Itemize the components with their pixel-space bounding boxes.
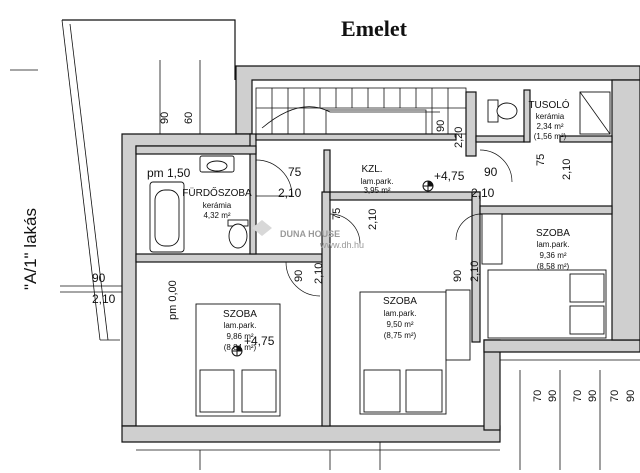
dim-210c: 2,10: [313, 263, 325, 284]
dim-75a: 75: [288, 165, 302, 179]
dim-bottom-70b: 70: [572, 390, 584, 402]
dim-90d: 90: [435, 120, 447, 132]
dim-210b: 2,10: [471, 186, 495, 200]
right-exterior: [136, 359, 640, 470]
dim-top-90: 90: [159, 112, 171, 124]
room-floor-furdoszoba: kerámia: [203, 201, 232, 210]
level-marker-2: [231, 345, 243, 357]
room-name-szoba-left: SZOBA: [223, 309, 257, 320]
level-label-1: +4,75: [434, 169, 465, 183]
room-name-szoba-right: SZOBA: [536, 228, 570, 239]
watermark: DUNA HOUSE www.dh.hu: [252, 220, 364, 250]
watermark-logo-icon: [252, 220, 272, 236]
room-area2-tusolo: (1,56 m²): [534, 132, 567, 141]
room-name-furdoszoba: FÜRDŐSZOBA: [182, 185, 252, 199]
dim-bottom-70a: 70: [532, 390, 544, 402]
dim-90a: 90: [484, 165, 498, 179]
door-swings: [255, 149, 513, 297]
dim-220: 2,20: [453, 127, 465, 148]
room-area-szoba-mid: 9,50 m²: [386, 320, 413, 329]
room-area-szoba-left: 9,86 m²: [226, 332, 253, 341]
left-roof-outline: [10, 19, 236, 341]
watermark-url: www.dh.hu: [319, 240, 364, 250]
room-floor-szoba-right: lam.park.: [537, 240, 570, 249]
dim-pm000: pm 0,00: [167, 280, 179, 320]
room-floor-szoba-mid: lam.park.: [384, 309, 417, 318]
room-area-tusolo: 2,34 m²: [536, 122, 563, 131]
dim-90c: 90: [452, 270, 464, 282]
staircase: [255, 87, 467, 135]
dim-210d: 2,10: [367, 209, 379, 230]
room-area-szoba-right: 9,36 m²: [539, 251, 566, 260]
dim-bottom-90a: 90: [547, 390, 559, 402]
room-area2-szoba-left: (8,84 m²): [224, 343, 257, 352]
wardrobe-right: [481, 213, 503, 265]
dim-75b: 75: [331, 208, 343, 220]
room-area-kzl: 3,95 m²: [363, 186, 390, 195]
dim-bottom-90b: 90: [587, 390, 599, 402]
dim-bottom-70c: 70: [609, 390, 621, 402]
room-area-furdoszoba: 4,32 m²: [203, 211, 230, 220]
room-floor-szoba-left: lam.park.: [224, 321, 257, 330]
dim-pm150: pm 1,50: [147, 166, 191, 180]
plan-title: Emelet: [341, 16, 408, 41]
shower-toilet: [487, 99, 499, 123]
dim-90b: 90: [293, 270, 305, 282]
unit-label: "A/1" lakás: [21, 208, 40, 290]
wardrobe-mid: [445, 289, 471, 361]
bathroom-fixtures: [149, 155, 249, 253]
inner-walls: [135, 89, 613, 427]
room-name-szoba-mid: SZOBA: [383, 296, 417, 307]
room-name-kzl: KZL.: [361, 164, 382, 175]
dim-top-60: 60: [183, 112, 195, 124]
dim-left-210: 2,10: [92, 292, 116, 306]
room-area2-szoba-mid: (8,75 m²): [384, 331, 417, 340]
level-marker-1: [422, 180, 434, 192]
room-floor-kzl: lam.park.: [361, 177, 394, 186]
dim-210f: 2,10: [561, 159, 573, 180]
dim-bottom-90c: 90: [625, 390, 637, 402]
dim-210e: 2,10: [469, 261, 481, 282]
room-floor-tusolo: kerámia: [536, 112, 565, 121]
shower-fixtures: [487, 91, 611, 135]
room-area2-szoba-right: (8,58 m²): [537, 262, 570, 271]
dim-210a: 2,10: [278, 186, 302, 200]
dim-left-90: 90: [92, 271, 106, 285]
room-name-tusolo: TUSOLÓ: [528, 98, 569, 111]
watermark-text: DUNA HOUSE: [280, 229, 340, 239]
level-label-2: +4,75: [244, 334, 275, 348]
dim-75c: 75: [535, 154, 547, 166]
beds: [195, 213, 607, 417]
